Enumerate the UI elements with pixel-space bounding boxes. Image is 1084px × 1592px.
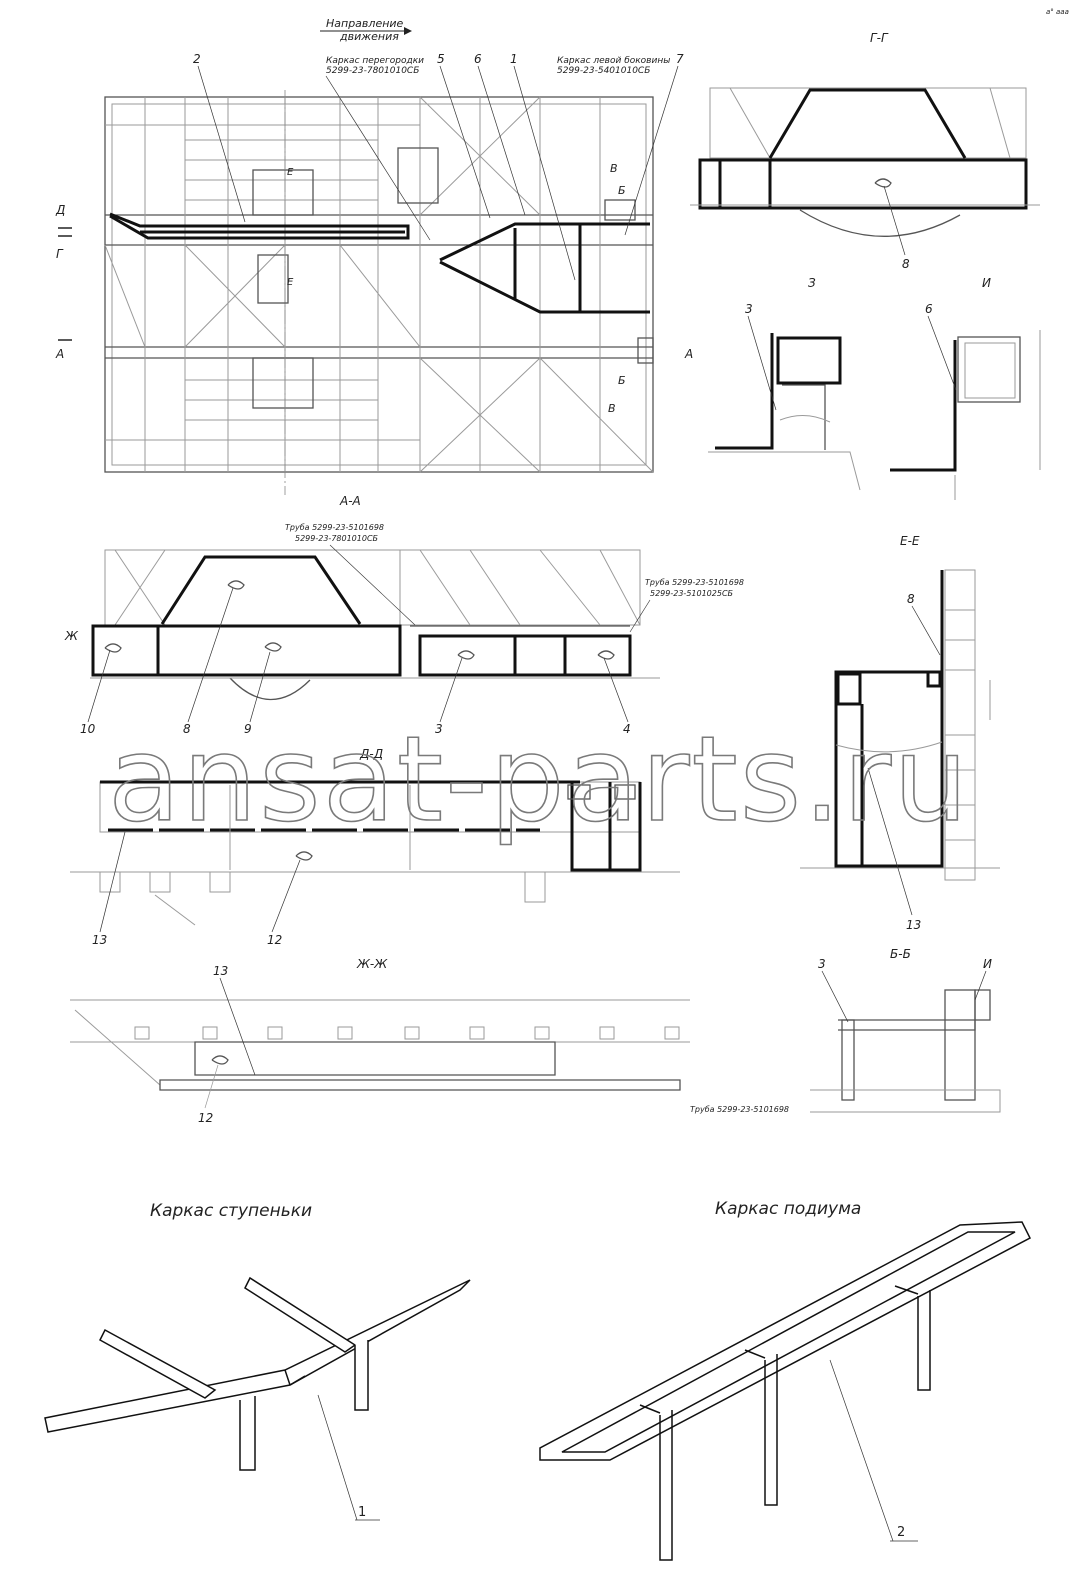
aa-callout-8: 8 xyxy=(183,722,191,736)
section-gg xyxy=(690,87,1040,237)
section-ee xyxy=(800,569,1000,881)
detail-z-callout: 3 xyxy=(745,302,753,316)
zhzh-callout-13: 13 xyxy=(213,964,228,978)
section-bb xyxy=(810,989,1001,1113)
section-dd-title: Д-Д xyxy=(359,747,383,761)
section-aa xyxy=(90,549,660,701)
section-mark-zh: Ж xyxy=(64,629,79,643)
section-gg-title: Г-Г xyxy=(870,31,889,45)
ee-callout-8: 8 xyxy=(907,592,915,606)
section-ee-title: Е-Е xyxy=(900,534,920,548)
aa-callout-10: 10 xyxy=(80,722,96,736)
watermark: ansat-parts.ru xyxy=(108,710,970,848)
direction-label-2: движения xyxy=(339,30,399,43)
section-mark-e: Е xyxy=(287,167,294,178)
step-frame-3d xyxy=(44,1276,471,1471)
tube-label-1: Труба 5299-23-5101698 xyxy=(285,523,384,532)
section-mark-g: Г xyxy=(56,247,64,261)
bb-callout-3: 3 xyxy=(818,957,826,971)
dd-callout-13: 13 xyxy=(92,933,107,947)
aa-callout-4: 4 xyxy=(623,722,631,736)
detail-z xyxy=(708,333,861,491)
callout-6: 6 xyxy=(474,52,482,66)
tube-code-1: 5299-23-7801010СБ xyxy=(295,534,379,543)
zhzh-callout-12: 12 xyxy=(198,1111,213,1125)
direction-label: Направление xyxy=(326,17,404,30)
section-mark-e-2: Е xyxy=(287,277,294,288)
section-zhzh-title: Ж-Ж xyxy=(356,957,388,971)
section-mark-d: Д xyxy=(55,203,65,217)
section-dd xyxy=(70,780,680,926)
bb-callout-i: И xyxy=(983,957,992,971)
step-frame-callout: 1 xyxy=(358,1505,366,1520)
section-zhzh xyxy=(70,999,690,1091)
podium-frame-3d xyxy=(539,1221,1031,1561)
dd-callout-12: 12 xyxy=(267,933,282,947)
detail-i-title: И xyxy=(982,276,991,290)
section-aa-title: А-А xyxy=(339,494,361,508)
aa-callout-3: 3 xyxy=(435,722,443,736)
top-plan-view xyxy=(104,90,654,495)
partition-label: Каркас перегородки xyxy=(326,56,424,66)
aa-callout-9: 9 xyxy=(244,722,252,736)
section-gg-callout: 8 xyxy=(902,257,910,271)
callout-5: 5 xyxy=(437,52,445,66)
callout-1: 1 xyxy=(510,52,518,66)
detail-z-title: З xyxy=(808,276,816,290)
section-mark-a-left: А xyxy=(55,347,64,361)
sidewall-code: 5299-23-5401010СБ xyxy=(557,66,650,76)
callout-7: 7 xyxy=(676,52,684,66)
partition-code: 5299-23-7801010СБ xyxy=(326,66,419,76)
tube-label-2: Труба 5299-23-5101698 xyxy=(645,578,744,587)
callout-2: 2 xyxy=(193,52,201,66)
tube-code-2: 5299-23-5101025СБ xyxy=(650,589,734,598)
detail-i xyxy=(890,330,1041,500)
podium-frame-callout: 2 xyxy=(897,1525,905,1540)
sidewall-label: Каркас левой боковины xyxy=(557,56,670,66)
section-mark-b-top: Б xyxy=(618,184,626,197)
zhzh-tube-label: Труба 5299-23-5101698 xyxy=(690,1105,789,1114)
section-mark-b-bottom: Б xyxy=(618,374,626,387)
section-mark-v-bottom: В xyxy=(610,162,618,175)
ee-callout-13: 13 xyxy=(906,918,921,932)
detail-i-callout: 6 xyxy=(925,302,933,316)
section-mark-v-top: В xyxy=(608,402,616,415)
corner-mark: а° ааа xyxy=(1046,8,1069,16)
podium-frame-title: Каркас подиума xyxy=(715,1199,861,1219)
step-frame-title: Каркас ступеньки xyxy=(150,1201,312,1221)
section-bb-title: Б-Б xyxy=(890,947,911,961)
section-mark-a-right: А xyxy=(684,347,693,361)
